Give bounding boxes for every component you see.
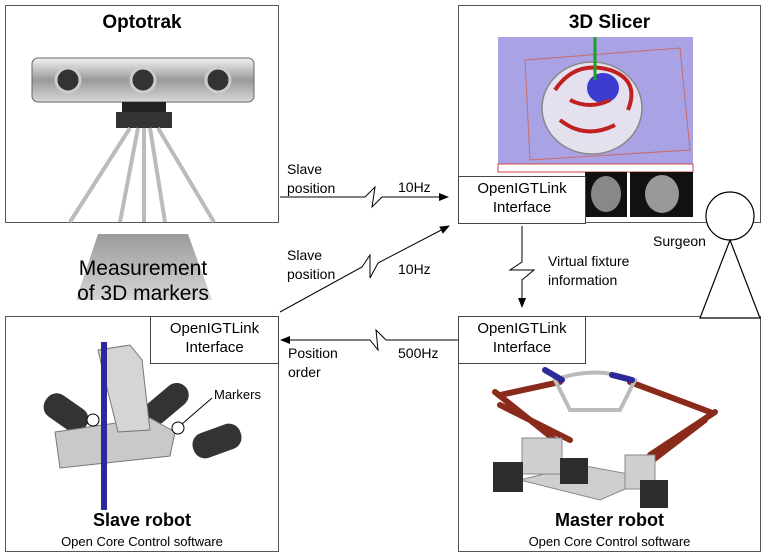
opto-link-rate: 10Hz <box>398 179 431 195</box>
opto-link-label-line1: Slave <box>287 161 323 177</box>
slave-link-label-line2: position <box>287 266 336 282</box>
order-link-rate: 500Hz <box>398 345 439 361</box>
slave-interface-line1: OpenIGTLink <box>169 320 260 337</box>
optotrak-title: Optotrak <box>102 12 182 33</box>
master-robot-title: Master robot <box>554 510 664 530</box>
slave-robot-title: Slave robot <box>92 510 192 530</box>
surgeon-label: Surgeon <box>653 233 706 249</box>
fixture-link-label-line1: Virtual fixture <box>548 253 630 269</box>
order-link-label-line2: order <box>288 364 321 380</box>
optotrak-camera-illustration <box>31 57 255 224</box>
slave-openigtlink-interface: OpenIGTLink Interface <box>150 316 279 364</box>
master-robot-subtitle: Open Core Control software <box>528 534 691 549</box>
master-interface-line1: OpenIGTLink <box>477 320 567 337</box>
slave-link-label-line1: Slave <box>287 247 323 263</box>
fixture-link-label: Virtual fixture information <box>548 252 629 290</box>
opto-link-label-line2: position <box>287 180 336 196</box>
measurement-shape <box>76 234 212 300</box>
slicer-interface-line2: Interface <box>492 199 552 216</box>
order-link-label-line1: Position <box>288 345 338 361</box>
slave-robot-subtitle: Open Core Control software <box>61 534 223 549</box>
slicer-openigtlink-interface: OpenIGTLink Interface <box>458 176 586 224</box>
measurement-label: Measurement of 3D markers <box>60 256 226 306</box>
slicer-brain-render <box>497 37 694 217</box>
measurement-line1: Measurement <box>78 257 208 280</box>
opto-link-label: Slave position <box>287 160 335 198</box>
surgeon-figure <box>699 191 761 319</box>
master-interface-line2: Interface <box>492 339 552 356</box>
master-robot-panel: Master robot Open Core Control software <box>458 316 761 552</box>
markers-label: Markers <box>214 387 261 402</box>
fixture-link-label-line2: information <box>548 272 618 288</box>
slave-robot-illustration <box>43 342 242 510</box>
master-openigtlink-interface: OpenIGTLink Interface <box>458 316 586 364</box>
slicer-interface-line1: OpenIGTLink <box>477 180 567 197</box>
slave-interface-line2: Interface <box>185 339 244 356</box>
slave-link-label: Slave position <box>287 246 335 284</box>
master-robot-illustration <box>492 367 718 508</box>
order-link-label: Position order <box>288 344 338 382</box>
slicer-title: 3D Slicer <box>568 12 651 33</box>
slave-link-rate: 10Hz <box>398 261 431 277</box>
connectors <box>279 185 536 352</box>
measurement-line2: of 3D markers <box>77 282 209 305</box>
